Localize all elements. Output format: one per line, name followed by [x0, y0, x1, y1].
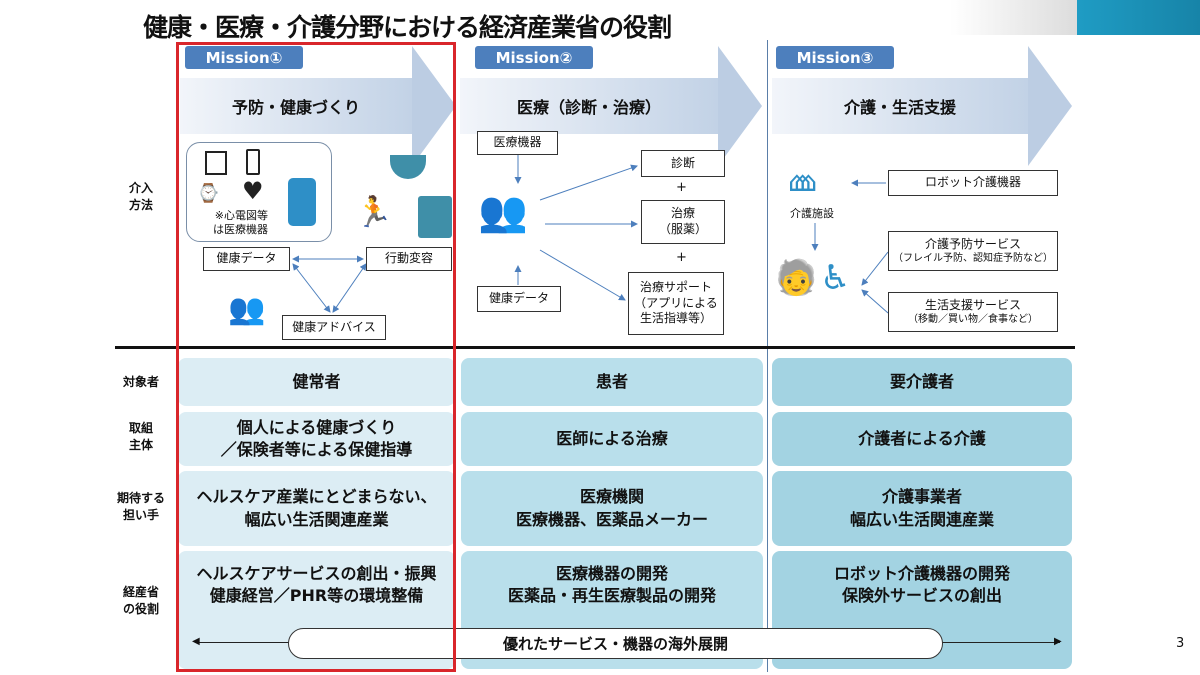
care-robot-box: ロボット介護機器 — [888, 170, 1058, 196]
treadmill-runner-icon: 🏃 — [355, 195, 393, 230]
actor-cell: 介護者による介護 — [772, 412, 1072, 466]
target-cell: 要介護者 — [772, 358, 1072, 406]
wheelchair-icon: ♿ — [820, 258, 851, 298]
health-advice-box: 健康アドバイス — [282, 315, 386, 340]
diagnosis-box: 診断 — [641, 150, 725, 177]
actor-cell: 医師による治療 — [461, 412, 763, 466]
behavior-change-box: 行動変容 — [366, 247, 452, 271]
players-cell: 介護事業者 幅広い生活関連産業 — [772, 471, 1072, 546]
row-label-players: 期待する 担い手 — [116, 491, 165, 523]
section-divider — [115, 346, 1075, 349]
plus-sign: + — [676, 180, 687, 195]
plus-sign: + — [676, 250, 687, 265]
mission-2-arrow: 医療（診断・治療） — [460, 46, 762, 166]
elderly-person-icon: 🧓 — [775, 258, 818, 298]
page-title: 健康・医療・介護分野における経済産業省の役割 — [143, 13, 672, 42]
target-cell: 健常者 — [178, 358, 455, 406]
wearable-icon: ⌚ — [197, 183, 220, 204]
mission-2-label: 医療（診断・治療） — [516, 98, 661, 117]
mission-3-tag: Mission③ — [776, 46, 894, 69]
actor-cell: 個人による健康づくり ／保険者等による保健指導 — [178, 412, 455, 466]
page-number: 3 — [1176, 636, 1185, 651]
row-label-actor: 取組 主体 — [128, 421, 153, 453]
ecg-note: ※心電図等 は医療機器 — [213, 209, 268, 237]
mission-3-arrow: 介護・生活支援 — [772, 46, 1072, 166]
heart-rate-icon: ♥ — [242, 177, 264, 205]
care-prevention-sub: （フレイル予防、認知症予防など） — [893, 253, 1053, 265]
care-prevention-box: 介護予防サービス （フレイル予防、認知症予防など） — [888, 231, 1058, 271]
care-prevention-title: 介護予防サービス — [924, 236, 1021, 251]
mission-1-tag: Mission① — [185, 46, 303, 69]
row-label-target: 対象者 — [122, 375, 159, 389]
players-cell: ヘルスケア産業にとどまらない、 幅広い生活関連産業 — [178, 471, 455, 546]
living-support-title: 生活支援サービス — [924, 297, 1021, 312]
doctor-patient-icon: 👥 — [478, 189, 528, 235]
mission-2-tag: Mission② — [475, 46, 593, 69]
medical-device-box: 医療機器 — [477, 131, 558, 155]
care-facility-icon: ⌂⌂⌂ — [788, 165, 818, 198]
doctor-patient-icon: 👥 — [228, 292, 266, 327]
mission-1-label: 予防・健康づくり — [231, 98, 360, 117]
treatment-support-box: 治療サポート （アプリによる 生活指導等） — [628, 272, 724, 335]
players-cell: 医療機関 医療機器、医薬品メーカー — [461, 471, 763, 546]
treatment-box: 治療 （服薬） — [641, 200, 725, 244]
target-cell: 患者 — [461, 358, 763, 406]
sleep-icon — [418, 196, 452, 238]
arrow-left-icon: ◀ — [192, 636, 200, 647]
row-label-method: 介入 方法 — [128, 181, 153, 213]
overseas-expansion-banner: 優れたサービス・機器の海外展開 — [288, 628, 943, 659]
mission-1-arrow: 予防・健康づくり — [180, 46, 456, 166]
living-support-sub: （移動／買い物／食事など） — [908, 314, 1038, 326]
mission-3-label: 介護・生活支援 — [843, 98, 956, 117]
arrow-right-icon: ▶ — [1054, 636, 1062, 647]
health-data-box: 健康データ — [203, 247, 290, 271]
phone-in-hand-icon — [288, 178, 316, 226]
header-accent — [1077, 0, 1200, 35]
row-label-role: 経産省 の役割 — [122, 585, 159, 617]
column-divider — [767, 40, 768, 672]
smartphone-icon — [246, 149, 260, 175]
care-facility-label: 介護施設 — [790, 207, 834, 220]
mission-1-highlight — [176, 42, 456, 672]
scale-icon — [205, 151, 227, 175]
health-data-box-2: 健康データ — [477, 286, 561, 312]
living-support-box: 生活支援サービス （移動／買い物／食事など） — [888, 292, 1058, 332]
